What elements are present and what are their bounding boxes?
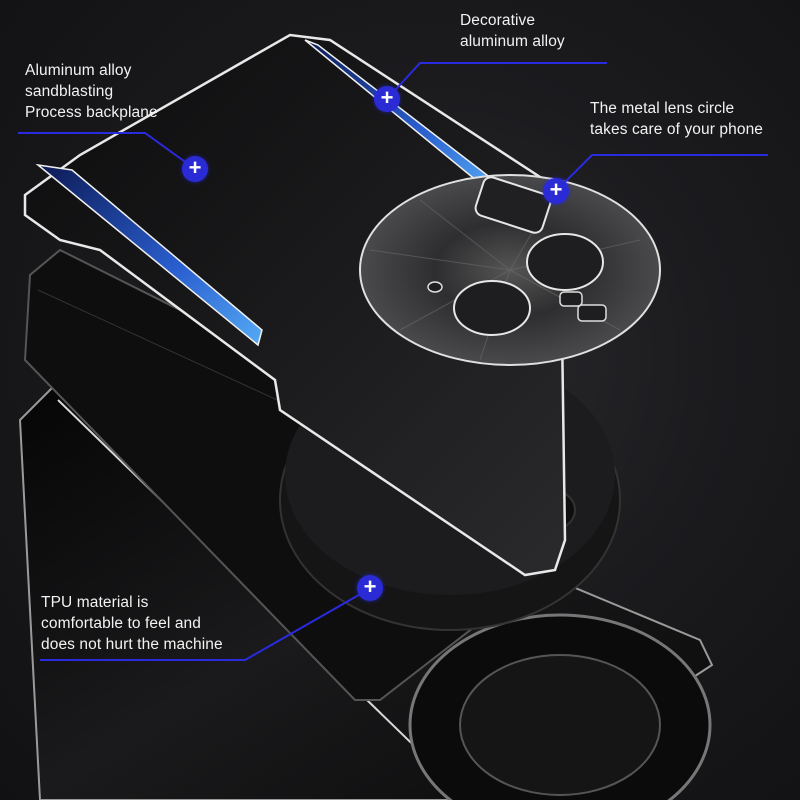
callout-label-metal-lens-circle: The metal lens circle takes care of your… [590,100,764,138]
plus-icon: + [549,177,563,202]
callout-label-decorative-alloy: Decorative aluminum alloy [460,12,565,50]
plus-marker-metal-lens-circle[interactable]: + [543,178,569,204]
plus-marker-tpu-material[interactable]: + [357,575,383,601]
metal-backplane [23,33,567,577]
plus-icon: + [380,85,394,110]
callout-label-sandblasting-backplane: Aluminum alloy sandblasting Process back… [25,62,158,121]
plus-icon: + [363,574,377,599]
metal-lens-circle [359,174,661,366]
plus-marker-sandblasting-backplane[interactable]: + [182,156,208,182]
plus-marker-decorative-alloy[interactable]: + [374,86,400,112]
plus-icon: + [188,155,202,180]
decorative-strips [35,39,502,347]
callout-label-tpu-material: TPU material is comfortable to feel and … [41,594,223,653]
callout-leader-lines [18,62,768,661]
